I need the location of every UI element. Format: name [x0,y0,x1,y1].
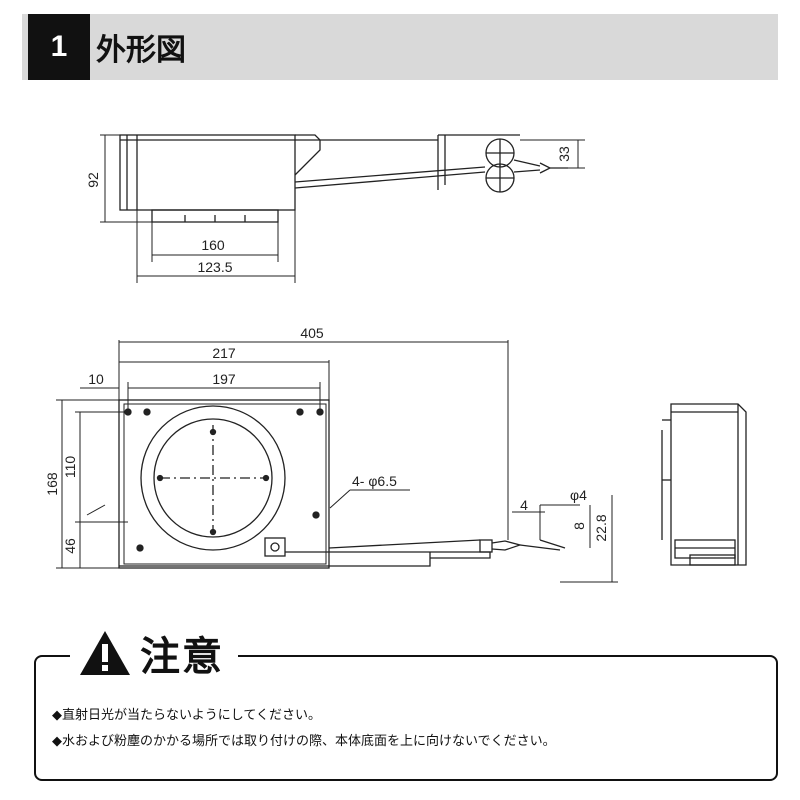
caution-heading: 注意 [70,622,238,684]
caution-title: 注意 [140,634,224,680]
dim-92: 92 [85,172,101,188]
dim-33: 33 [556,146,572,162]
cable-diameter-label: φ4 [570,487,587,503]
dim-168: 168 [44,472,60,496]
dim-110: 110 [62,456,78,479]
terminal-block [264,537,286,557]
caution-note: ◆直射日光が当たらないようにしてください。 [52,708,321,723]
dim-46: 46 [62,538,78,554]
plan-view-plate [118,399,330,569]
dim-217: 217 [212,345,236,361]
section-number: 1 [28,14,90,80]
plan-view [56,340,618,583]
dim-123-5: 123.5 [197,259,232,275]
dim-8: 8 [571,522,587,530]
caution-notes: ◆直射日光が当たらないようにしてください。 ◆水および粉塵のかかる場所では取り付… [52,703,556,755]
side-view [100,134,585,283]
section-header: 1 外形図 [22,14,778,80]
mounting-ring-outer [140,405,286,551]
dim-160: 160 [201,237,225,253]
end-view [661,403,747,566]
dim-4: 4 [520,497,528,513]
dim-10: 10 [88,371,104,387]
caution-note: ◆水および粉塵のかかる場所では取り付けの際、本体底面を上に向けないでください。 [52,734,556,749]
hole-spec-label: 4- φ6.5 [352,473,397,489]
dimension-labels: 92 33 160 123.5 405 217 10 197 168 110 4… [44,146,609,554]
dim-405: 405 [300,325,324,341]
dim-197: 197 [212,371,236,387]
dim-22-8: 22.8 [593,514,609,541]
outline-drawing [56,134,747,583]
section-title: 外形図 [96,33,186,68]
warning-triangle-icon [80,631,130,675]
mounting-ring-inner [153,418,273,538]
end-view-body [670,403,747,566]
